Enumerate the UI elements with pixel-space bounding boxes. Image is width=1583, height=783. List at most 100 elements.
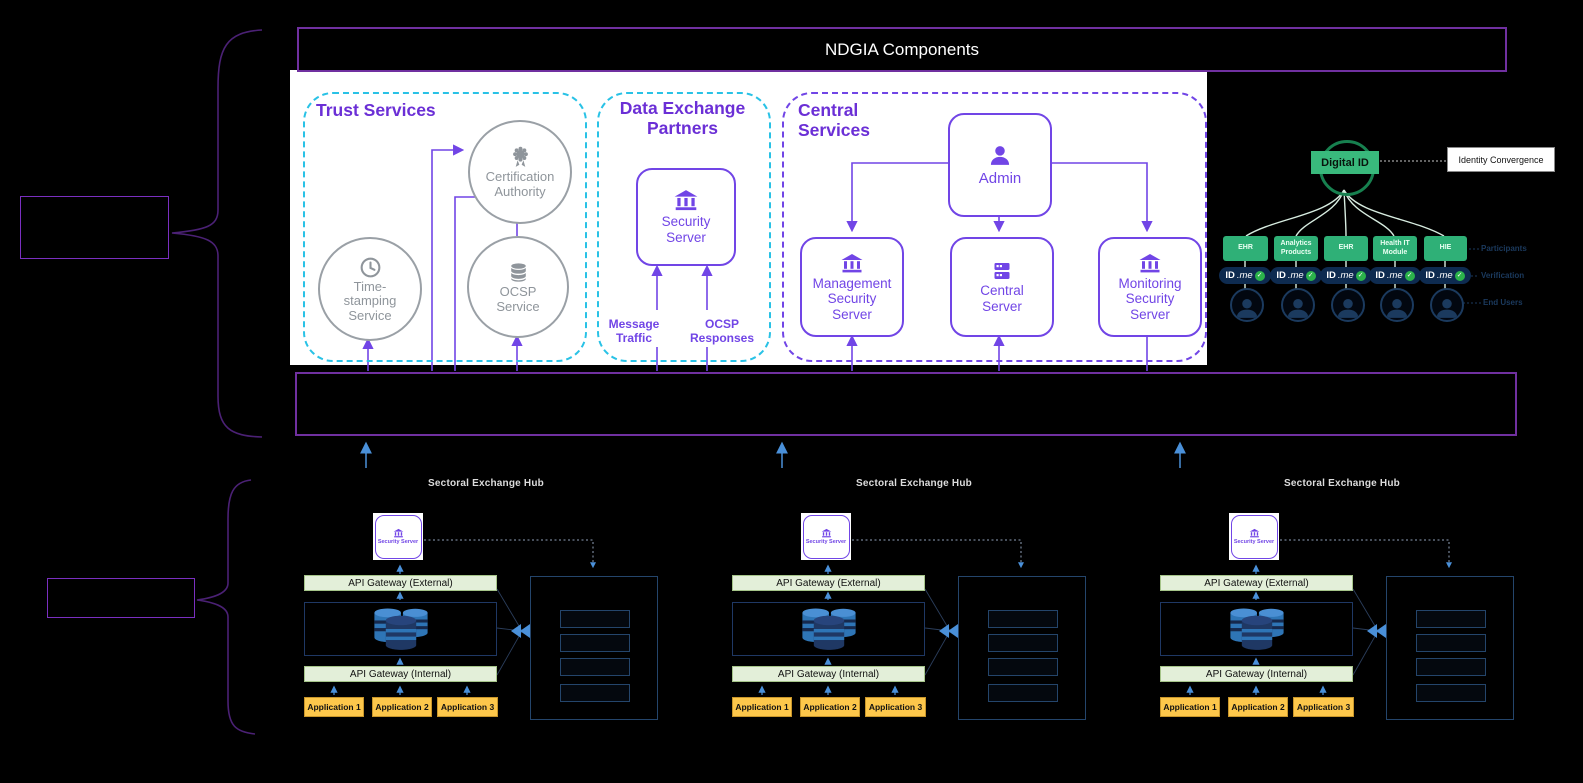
left-callout-box-bottom	[47, 578, 195, 618]
end-user-avatar	[1430, 288, 1464, 322]
application-1: Application 1	[304, 697, 364, 717]
participant-health-it-module: Health IT Module	[1373, 236, 1417, 261]
identity-convergence-callout: Identity Convergence	[1447, 147, 1555, 172]
trust-services-title: Trust Services	[316, 100, 436, 120]
user-icon	[1337, 298, 1359, 318]
application-1: Application 1	[732, 697, 792, 717]
hub-title: Sectoral Exchange Hub	[856, 478, 972, 489]
node-label: Certification Authority	[485, 169, 555, 199]
bank-icon	[1249, 528, 1259, 538]
api-gateway-internal: API Gateway (Internal)	[732, 666, 925, 682]
monitoring-security-server-node: Monitoring Security Server	[1098, 237, 1202, 337]
end-user-avatar	[1331, 288, 1365, 322]
database-cluster-icon	[801, 608, 856, 650]
application-2: Application 2	[372, 697, 432, 717]
node-label: Management Security Server	[812, 275, 892, 322]
end-user-avatar	[1230, 288, 1264, 322]
idme-suffix: .me	[1236, 270, 1253, 281]
node-label: Security Server	[377, 538, 419, 545]
end-user-avatar	[1281, 288, 1315, 322]
api-gateway-external: API Gateway (External)	[732, 575, 925, 591]
idme-badge: ID.me✓	[1369, 267, 1421, 284]
hub-database-box	[304, 602, 497, 656]
database-cluster-icon	[1229, 608, 1284, 650]
bank-icon	[821, 528, 831, 538]
row-label-participants: Participants	[1481, 244, 1527, 253]
bank-icon	[393, 528, 403, 538]
digital-id-node: Digital ID	[1311, 151, 1379, 174]
idme-suffix: .me	[1386, 270, 1403, 281]
idme-brand: ID	[1326, 270, 1336, 281]
hub-title: Sectoral Exchange Hub	[1284, 478, 1400, 489]
panel-slot	[560, 684, 630, 702]
check-icon: ✓	[1454, 270, 1465, 281]
ocsp-responses-label: OCSP Responses	[689, 317, 755, 345]
node-label: Central Server	[980, 283, 1024, 314]
participant-ehr-1: EHR	[1223, 236, 1268, 261]
hub-security-server: Security Server	[801, 513, 851, 560]
ocsp-service-node: OCSP Service	[467, 236, 569, 338]
node-label: Admin	[978, 170, 1022, 188]
node-label: Monitoring Security Server	[1118, 275, 1182, 322]
node-label: Time-stamping Service	[343, 279, 397, 323]
participant-ehr-2: EHR	[1324, 236, 1368, 261]
hub-security-server-inner: Security Server	[1230, 514, 1278, 559]
sectoral-exchange-hub-1: Sectoral Exchange Hub Security Server AP…	[296, 470, 676, 722]
ndgia-platform-bar	[295, 372, 1517, 436]
api-gateway-external: API Gateway (External)	[1160, 575, 1353, 591]
panel-slot	[988, 684, 1058, 702]
admin-node: Admin	[948, 113, 1052, 217]
row-label-end-users: End Users	[1483, 298, 1523, 307]
security-server-node: Security Server	[636, 168, 736, 266]
data-exchange-partners-group	[597, 92, 771, 362]
data-exchange-title: Data Exchange Partners	[619, 98, 746, 138]
central-server-node: Central Server	[950, 237, 1054, 337]
hub-security-server-inner: Security Server	[802, 514, 850, 559]
clock-icon	[360, 258, 380, 278]
participant-analytics-products: Analytics Products	[1274, 236, 1318, 261]
user-icon	[1287, 298, 1309, 318]
rosette-icon	[512, 147, 528, 168]
node-label: Security Server	[805, 538, 847, 545]
api-gateway-external: API Gateway (External)	[304, 575, 497, 591]
hub-services-panel	[1386, 576, 1514, 720]
central-services-group	[782, 92, 1207, 362]
hub-services-panel	[958, 576, 1086, 720]
bank-icon	[841, 253, 863, 273]
application-2: Application 2	[1228, 697, 1288, 717]
database-icon	[510, 263, 526, 283]
check-icon: ✓	[1254, 270, 1265, 281]
api-gateway-internal: API Gateway (Internal)	[1160, 666, 1353, 682]
idme-suffix: .me	[1337, 270, 1354, 281]
node-label: Security Server	[661, 214, 711, 245]
database-cluster-icon	[373, 608, 428, 650]
idme-badge: ID.me✓	[1270, 267, 1322, 284]
hub-title: Sectoral Exchange Hub	[428, 478, 544, 489]
panel-slot	[1416, 684, 1486, 702]
panel-slot	[1416, 610, 1486, 628]
api-gateway-internal: API Gateway (Internal)	[304, 666, 497, 682]
end-user-avatar	[1380, 288, 1414, 322]
check-icon: ✓	[1355, 270, 1366, 281]
time-stamping-service-node: Time-stamping Service	[318, 237, 422, 341]
sectoral-exchange-hub-2: Sectoral Exchange Hub Security Server AP…	[724, 470, 1104, 722]
user-icon	[1386, 298, 1408, 318]
application-3: Application 3	[1293, 697, 1354, 717]
idme-brand: ID	[1425, 270, 1435, 281]
idme-badge: ID.me✓	[1219, 267, 1271, 284]
panel-slot	[988, 634, 1058, 652]
brace-bottom-left	[196, 479, 256, 735]
user-icon	[1436, 298, 1458, 318]
panel-slot	[560, 610, 630, 628]
node-label: OCSP Service	[496, 284, 540, 314]
panel-slot	[1416, 634, 1486, 652]
idme-badge: ID.me✓	[1419, 267, 1471, 284]
certification-authority-node: Certification Authority	[468, 120, 572, 224]
node-label: Security Server	[1233, 538, 1275, 545]
hub-security-server-inner: Security Server	[374, 514, 422, 559]
idme-suffix: .me	[1436, 270, 1453, 281]
idme-brand: ID	[1225, 270, 1235, 281]
row-label-verification: Verification	[1481, 271, 1525, 280]
hub-security-server: Security Server	[373, 513, 423, 560]
